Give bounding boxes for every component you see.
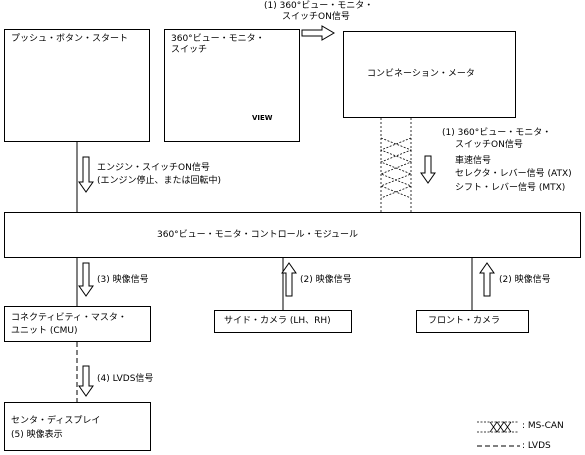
switch-on-signal-label-2: スイッチON信号 <box>282 12 350 22</box>
combination-meter-label: コンビネーション・メータ <box>367 69 475 79</box>
arrow-engine-down <box>78 156 94 193</box>
front-camera-box: フロント・カメラ <box>416 310 529 333</box>
push-button-start-box: プッシュ・ボタン・スタート <box>4 29 150 142</box>
arrow-lvds-down <box>78 365 94 397</box>
push-button-start-label: プッシュ・ボタン・スタート <box>11 34 129 44</box>
engine-signal-label-1: エンジン・スイッチON信号 <box>97 163 210 173</box>
lvds-signal-label: (4) LVDS信号 <box>97 374 154 384</box>
legend-samples <box>477 421 520 447</box>
video-signal-cmu-label: (3) 映像信号 <box>97 275 149 285</box>
view-monitor-switch-label-1: 360°ビュー・モニタ・ <box>171 34 265 44</box>
control-module-label: 360°ビュー・モニタ・コントロール・モジュール <box>157 230 359 240</box>
combination-meter-box: コンビネーション・メータ <box>343 31 516 118</box>
arrow-video-side-up <box>281 262 297 297</box>
center-display-label-1: センタ・ディスプレイ <box>11 416 101 426</box>
arrow-video-cmu-down <box>78 262 94 297</box>
engine-signal-label-2: (エンジン停止、または回転中) <box>97 176 222 186</box>
arrow-video-front-up <box>479 262 495 297</box>
meter-signal-label-3: 車速信号 <box>455 156 492 166</box>
legend-ms-can-label: : MS-CAN <box>522 421 564 431</box>
side-camera-box: サイド・カメラ (LH、RH) <box>214 310 352 333</box>
cmu-box: コネクティビティ・マスタ・ ユニット (CMU) <box>4 306 151 342</box>
view-monitor-switch-label-2: スイッチ <box>171 45 208 55</box>
center-display-box: センタ・ディスプレイ (5) 映像表示 <box>4 402 151 451</box>
center-display-label-2: (5) 映像表示 <box>11 430 63 440</box>
arrow-switch-right <box>301 25 335 41</box>
front-camera-label: フロント・カメラ <box>428 316 501 326</box>
meter-signal-label-5: シフト・レバー信号 (MTX) <box>455 183 566 193</box>
meter-signal-label-4: セレクタ・レバー信号 (ATX) <box>455 169 572 179</box>
video-signal-side-label: (2) 映像信号 <box>300 275 352 285</box>
view-button-label: VIEW <box>252 114 273 122</box>
meter-signal-label-2: スイッチON信号 <box>455 140 523 150</box>
switch-on-signal-label-1: (1) 360°ビュー・モニタ・ <box>264 1 374 11</box>
meter-signal-label-1: (1) 360°ビュー・モニタ・ <box>442 128 552 138</box>
hollow-arrows <box>78 25 495 397</box>
cmu-label-1: コネクティビティ・マスタ・ <box>11 313 127 323</box>
legend-lvds-label: : LVDS <box>522 441 551 451</box>
view-monitor-switch-box: 360°ビュー・モニタ・ スイッチ VIEW <box>164 29 300 142</box>
control-module-box: 360°ビュー・モニタ・コントロール・モジュール <box>4 212 581 258</box>
arrow-meter-down <box>420 155 436 184</box>
cmu-label-2: ユニット (CMU) <box>11 326 78 336</box>
wire-ms-can <box>379 118 413 212</box>
video-signal-front-label: (2) 映像信号 <box>499 275 551 285</box>
solid-wires <box>76 142 473 310</box>
side-camera-label: サイド・カメラ (LH、RH) <box>224 316 331 326</box>
